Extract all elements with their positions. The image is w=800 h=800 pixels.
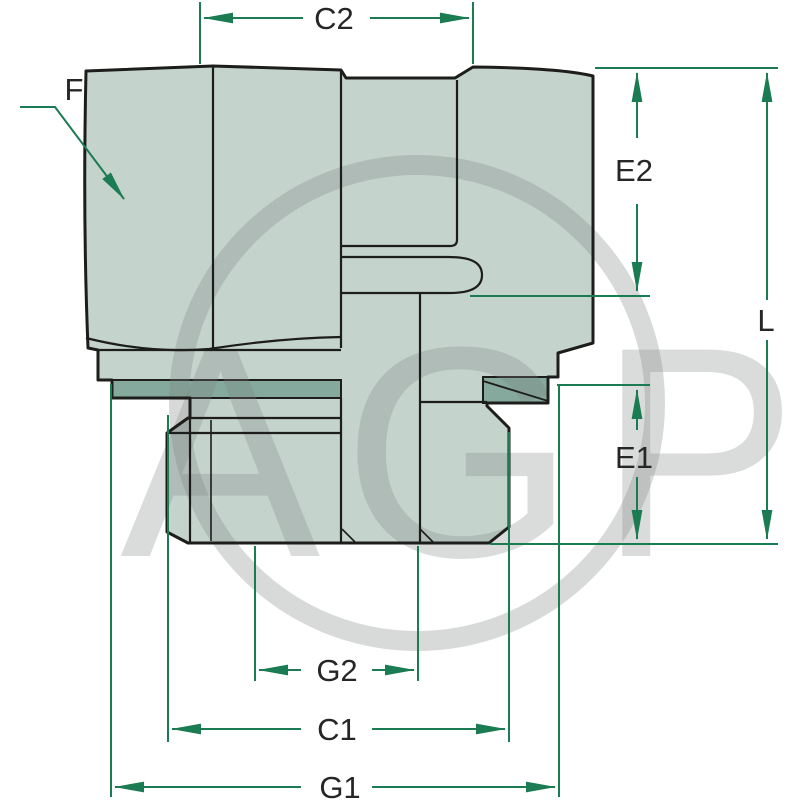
- c2-extension-lines: [199, 2, 474, 64]
- dimension-lines: [20, 2, 778, 797]
- dim-label-e2: E2: [615, 153, 653, 188]
- fitting-linework: [83, 64, 595, 545]
- dim-label-g1: G1: [319, 770, 360, 800]
- dim-label-l: L: [757, 303, 774, 338]
- cavity-wall-line: [449, 80, 459, 248]
- dim-label-c2: C2: [314, 1, 354, 36]
- watermark-text: AGP: [120, 284, 800, 620]
- fitting-outline: [83, 64, 595, 545]
- f-leader-line: [20, 106, 125, 200]
- dim-label-f: F: [65, 72, 84, 107]
- c1-extension-lines: [167, 415, 510, 742]
- dimension-labels: C2 F E2 L E1 G2 C1 G1: [65, 1, 775, 800]
- bore-chamfer-left: [341, 528, 357, 544]
- g1-extension-lines: [110, 384, 560, 797]
- seal-section-diagonal: [482, 380, 549, 402]
- dim-label-c1: C1: [317, 712, 357, 747]
- bore-chamfer-right: [419, 528, 435, 544]
- g2-extension-lines: [254, 546, 419, 681]
- seat-bulb-line: [341, 255, 484, 295]
- dim-label-e1: E1: [615, 440, 653, 475]
- dim-label-g2: G2: [316, 653, 357, 688]
